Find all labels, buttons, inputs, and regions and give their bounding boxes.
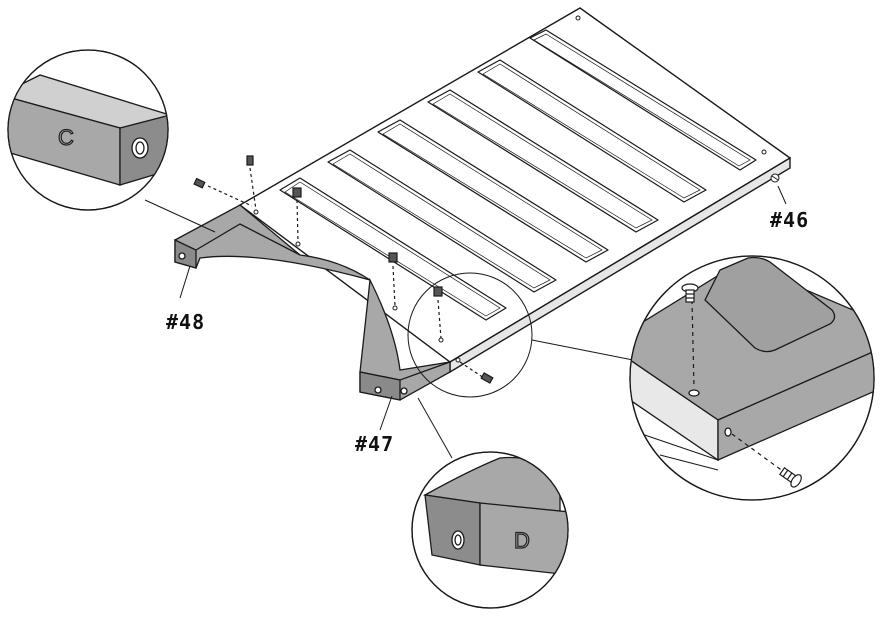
screw [388, 252, 398, 307]
panel-slot [427, 89, 659, 233]
part-label-46: #46 [770, 208, 810, 232]
detail-joint-screw-side [731, 433, 802, 488]
detail-joint [629, 255, 875, 501]
bracket-47 [359, 277, 451, 401]
screws [193, 155, 494, 384]
bracket-48 [174, 204, 371, 281]
screw [246, 155, 257, 211]
panel-holes [253, 15, 767, 363]
detail-d-letter: D [514, 528, 530, 553]
detail-joint-screw-top [681, 283, 699, 389]
screw [433, 286, 443, 339]
detail-c-letter: C [58, 125, 74, 150]
part-label-47: #47 [355, 432, 395, 456]
corner-screw-46 [770, 173, 780, 183]
screw [292, 187, 302, 243]
screw [459, 361, 494, 384]
panel-slot [477, 59, 707, 203]
leader-lines [144, 185, 787, 459]
panel-slot [377, 119, 609, 263]
part-label-48: #48 [166, 310, 206, 334]
detail-c: C [7, 49, 169, 211]
panel-slots [279, 29, 757, 321]
panel-slot [279, 177, 507, 321]
callout-circle-panel [407, 272, 533, 398]
panel-slot [327, 149, 557, 293]
panel-slot [529, 29, 757, 171]
screw [193, 177, 253, 207]
detail-d: D [411, 451, 569, 609]
